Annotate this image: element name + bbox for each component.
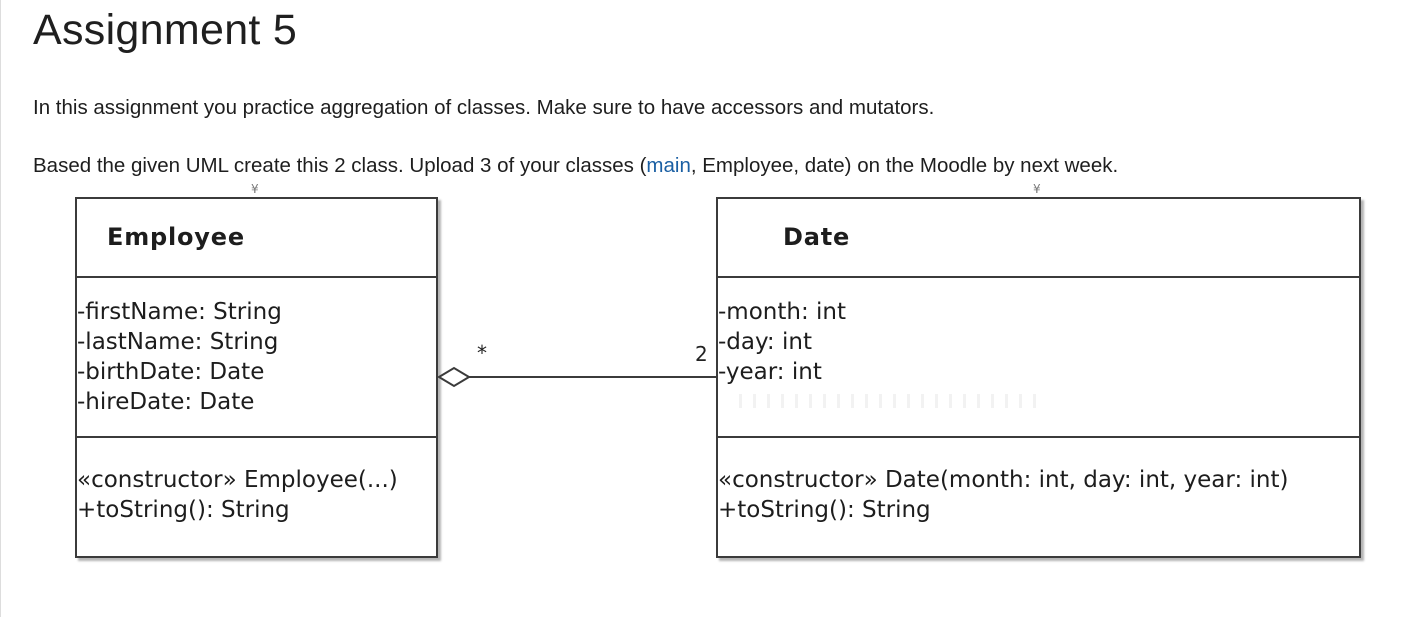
assignment-instructions-text: Based the given UML create this 2 class.… <box>33 154 1118 178</box>
employee-class-box: Employee -firstName: String -lastName: S… <box>75 197 438 558</box>
date-class-box: Date -month: int -day: int -year: int «c… <box>716 197 1361 558</box>
date-operation: «constructor» Date(month: int, day: int,… <box>718 467 1289 493</box>
instructions-text-before: Based the given UML create this 2 class.… <box>33 154 647 177</box>
date-class-name: Date <box>783 223 851 251</box>
text-cursor-mark: ¥ <box>251 182 259 196</box>
employee-operation: «constructor» Employee(...) <box>77 467 398 493</box>
date-operations: «constructor» Date(month: int, day: int,… <box>718 438 1359 556</box>
date-attributes: -month: int -day: int -year: int <box>718 278 1359 438</box>
employee-class-name: Employee <box>107 223 245 251</box>
aggregation-diamond-icon <box>437 366 471 388</box>
page-title: Assignment 5 <box>33 6 298 54</box>
employee-attributes: -firstName: String -lastName: String -bi… <box>77 278 436 438</box>
date-attribute: -month: int <box>718 299 846 325</box>
multiplicity-date-end: 2 <box>695 342 708 366</box>
main-link[interactable]: main <box>646 154 691 177</box>
date-attribute: -day: int <box>718 329 812 355</box>
multiplicity-employee-end: * <box>477 341 487 365</box>
employee-attribute: -lastName: String <box>77 329 279 355</box>
employee-operation: +toString(): String <box>77 497 290 523</box>
instructions-text-after: , Employee, date) on the Moodle by next … <box>690 154 1119 177</box>
employee-attribute: -birthDate: Date <box>77 359 265 385</box>
text-cursor-mark: ¥ <box>1033 182 1041 196</box>
employee-attribute: -firstName: String <box>77 299 282 325</box>
date-operation: +toString(): String <box>718 497 931 523</box>
employee-attribute: -hireDate: Date <box>77 389 255 415</box>
erased-attribute-smudge <box>728 394 1038 408</box>
assignment-intro-text: In this assignment you practice aggregat… <box>33 96 935 119</box>
date-class-header: Date <box>718 199 1359 278</box>
date-attribute: -year: int <box>718 359 822 385</box>
employee-class-header: Employee <box>77 199 436 278</box>
content-left-border <box>0 0 1 617</box>
employee-operations: «constructor» Employee(...) +toString():… <box>77 438 436 556</box>
